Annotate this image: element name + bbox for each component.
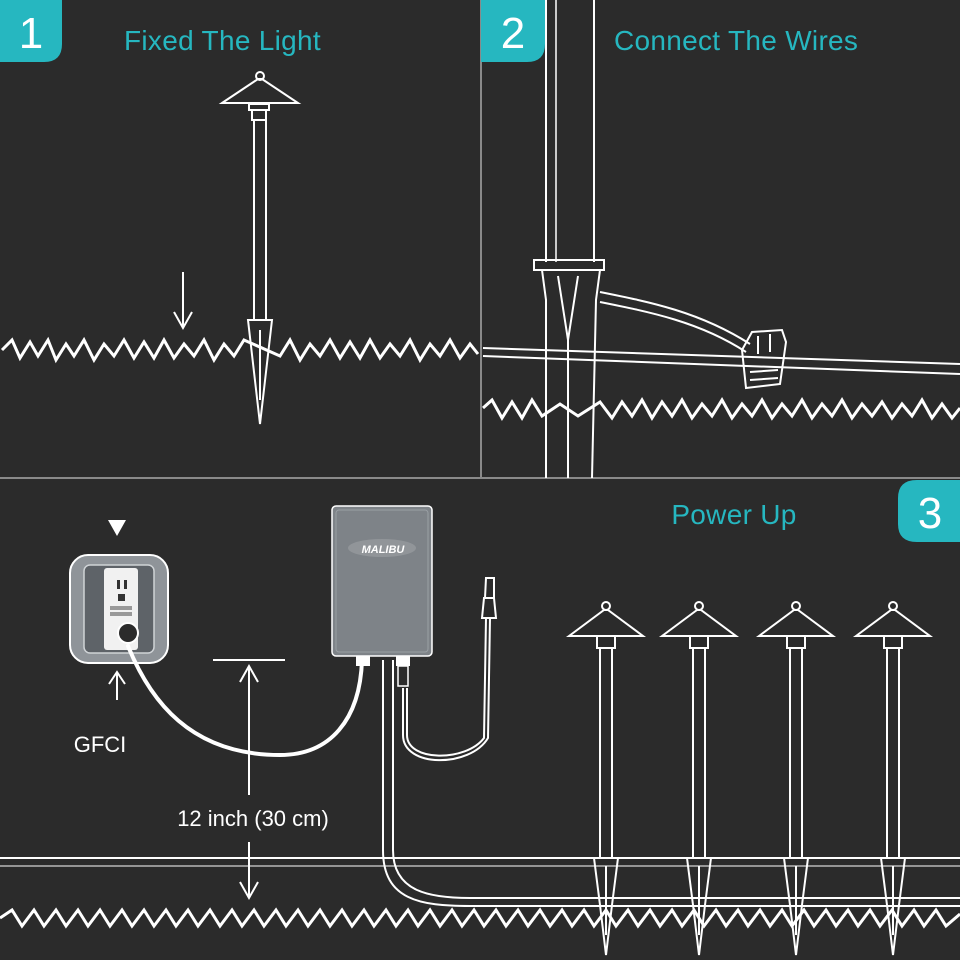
output-cable (402, 577, 498, 762)
buried-main-cable (382, 660, 960, 907)
panel-step-1: 1 Fixed The Light (0, 0, 480, 425)
panel-step-3: 3 Power Up GFCI MALIBU (0, 480, 960, 956)
step-3-title: Power Up (671, 499, 796, 530)
step-2-number: 2 (501, 9, 525, 58)
path-light-icon (658, 601, 740, 956)
panel-dividers (0, 0, 960, 479)
step-2-title: Connect The Wires (614, 25, 858, 56)
light-wire (599, 291, 751, 353)
ground-line-step-1 (0, 336, 480, 364)
step-3-badge: 3 (898, 480, 960, 542)
path-light-icon (852, 601, 934, 956)
gfci-label: GFCI (74, 732, 127, 757)
step-1-title: Fixed The Light (124, 25, 321, 56)
transformer-icon: MALIBU (331, 505, 433, 687)
step-3-number: 3 (918, 489, 942, 538)
down-arrow-icon (173, 272, 193, 331)
step-1-badge: 1 (0, 0, 62, 62)
path-light-icon (218, 71, 302, 425)
distance-label: 12 inch (30 cm) (177, 806, 329, 831)
step-2-badge: 2 (481, 0, 545, 62)
distance-indicator: 12 inch (30 cm) (177, 659, 329, 901)
wire-connector-icon (740, 328, 788, 390)
power-cord (126, 644, 364, 758)
path-lights-row (565, 601, 934, 956)
path-light-icon (755, 601, 837, 956)
main-cable (482, 347, 960, 375)
ground-line-step-3 (0, 907, 960, 929)
path-light-icon (565, 601, 647, 956)
light-stake-closeup-icon (533, 0, 605, 479)
gfci-outlet-icon: GFCI (69, 520, 169, 757)
step-1-number: 1 (19, 9, 43, 58)
panel-step-2: 2 Connect The Wires (481, 0, 960, 479)
ground-line-step-2 (482, 397, 960, 421)
transformer-brand-label: MALIBU (362, 544, 406, 556)
